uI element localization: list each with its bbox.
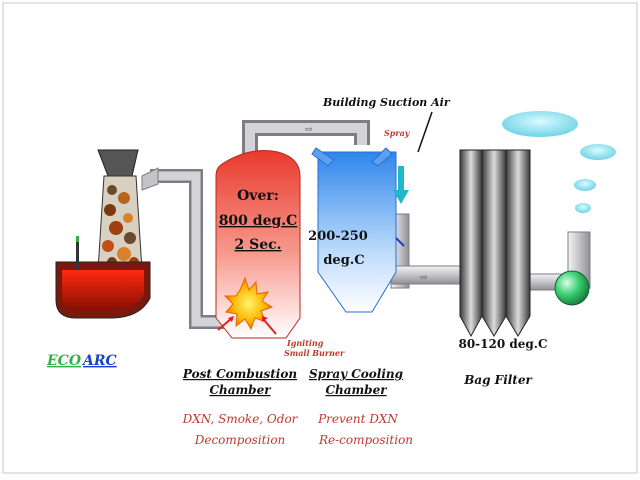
label-over: Over:: [237, 188, 279, 204]
label-igniting-1: Igniting: [286, 338, 324, 348]
burner-pointer-head: [228, 316, 234, 322]
label-building-suction-air: Building Suction Air: [322, 96, 451, 109]
duct-furnace-outlet-inner: [150, 171, 232, 327]
label-spray-temp-2: deg.C: [323, 253, 364, 268]
exhaust-cloud: [575, 203, 591, 213]
filter-bag: [505, 149, 531, 337]
label-spray-desc-2: Re-composition: [318, 433, 413, 447]
furnace-hopper-top: [97, 149, 139, 177]
damper-icon: [395, 237, 405, 247]
label-spray-cooling-2: Chamber: [325, 383, 388, 397]
bag-filter: 80-120 deg.C: [458, 149, 548, 351]
filter-bag: [459, 149, 483, 338]
label-spray-desc-1: Prevent DXN: [317, 412, 398, 426]
page-frame: [2, 2, 638, 474]
flow-arrow: ⇨: [305, 125, 313, 135]
filter-bag: [481, 149, 507, 337]
post-combustion-chamber: Over: 800 deg.C 2 Sec.: [215, 150, 301, 339]
exhaust-cloud: [574, 179, 596, 191]
molten-bath: [62, 270, 144, 310]
spray-cooling-body: [317, 151, 397, 313]
burner-pointer-head: [262, 316, 268, 322]
label-spray-cooling-1: Spray Cooling: [309, 367, 403, 381]
label-post-combustion-1: Post Combustion: [182, 367, 297, 381]
building-suction-air: Building Suction Air: [322, 96, 451, 247]
label-bag-temp: 80-120 deg.C: [458, 337, 547, 351]
burner-pointer: [263, 319, 277, 335]
post-combustion-body: [215, 150, 301, 339]
electrode: [76, 240, 79, 270]
spray-nozzle-left: [311, 147, 335, 167]
label-igniting-2: Small Burner: [284, 348, 345, 358]
suction-arrow-icon: [393, 190, 409, 204]
label-post-combustion-2: Chamber: [209, 383, 272, 397]
exhaust-clouds: [502, 111, 616, 213]
label-post-time: 2 Sec.: [234, 237, 281, 253]
label-eco: ECO: [46, 353, 82, 369]
suction-arrow-shaft: [398, 166, 404, 192]
label-arc: ARC: [81, 353, 117, 369]
duct-top-crossover-inner: [245, 123, 367, 155]
ecoarc-furnace: [55, 149, 159, 319]
exhaust-fan-icon: [554, 270, 590, 306]
burner-flame-icon: [223, 276, 274, 331]
burner-pointer: [217, 317, 233, 331]
spray-cooling-chamber: Spray 200-250 deg.C: [308, 128, 411, 313]
label-spray-temp-1: 200-250: [308, 229, 368, 244]
suction-leader-line: [417, 111, 433, 153]
flow-arrow: ⇨: [420, 273, 428, 283]
exhaust-cloud: [580, 144, 616, 160]
label-post-desc-2: Decomposition: [194, 433, 286, 447]
exhaust-cloud: [502, 111, 578, 137]
furnace-outlet: [141, 167, 159, 191]
spray-nozzle-right: [371, 147, 393, 167]
label-post-desc-1: DXN, Smoke, Odor: [182, 412, 299, 426]
electrode-cap: [76, 236, 79, 242]
label-spray: Spray: [384, 128, 411, 138]
label-post-temp: 800 deg.C: [219, 213, 298, 229]
label-bag-filter: Bag Filter: [463, 373, 533, 387]
